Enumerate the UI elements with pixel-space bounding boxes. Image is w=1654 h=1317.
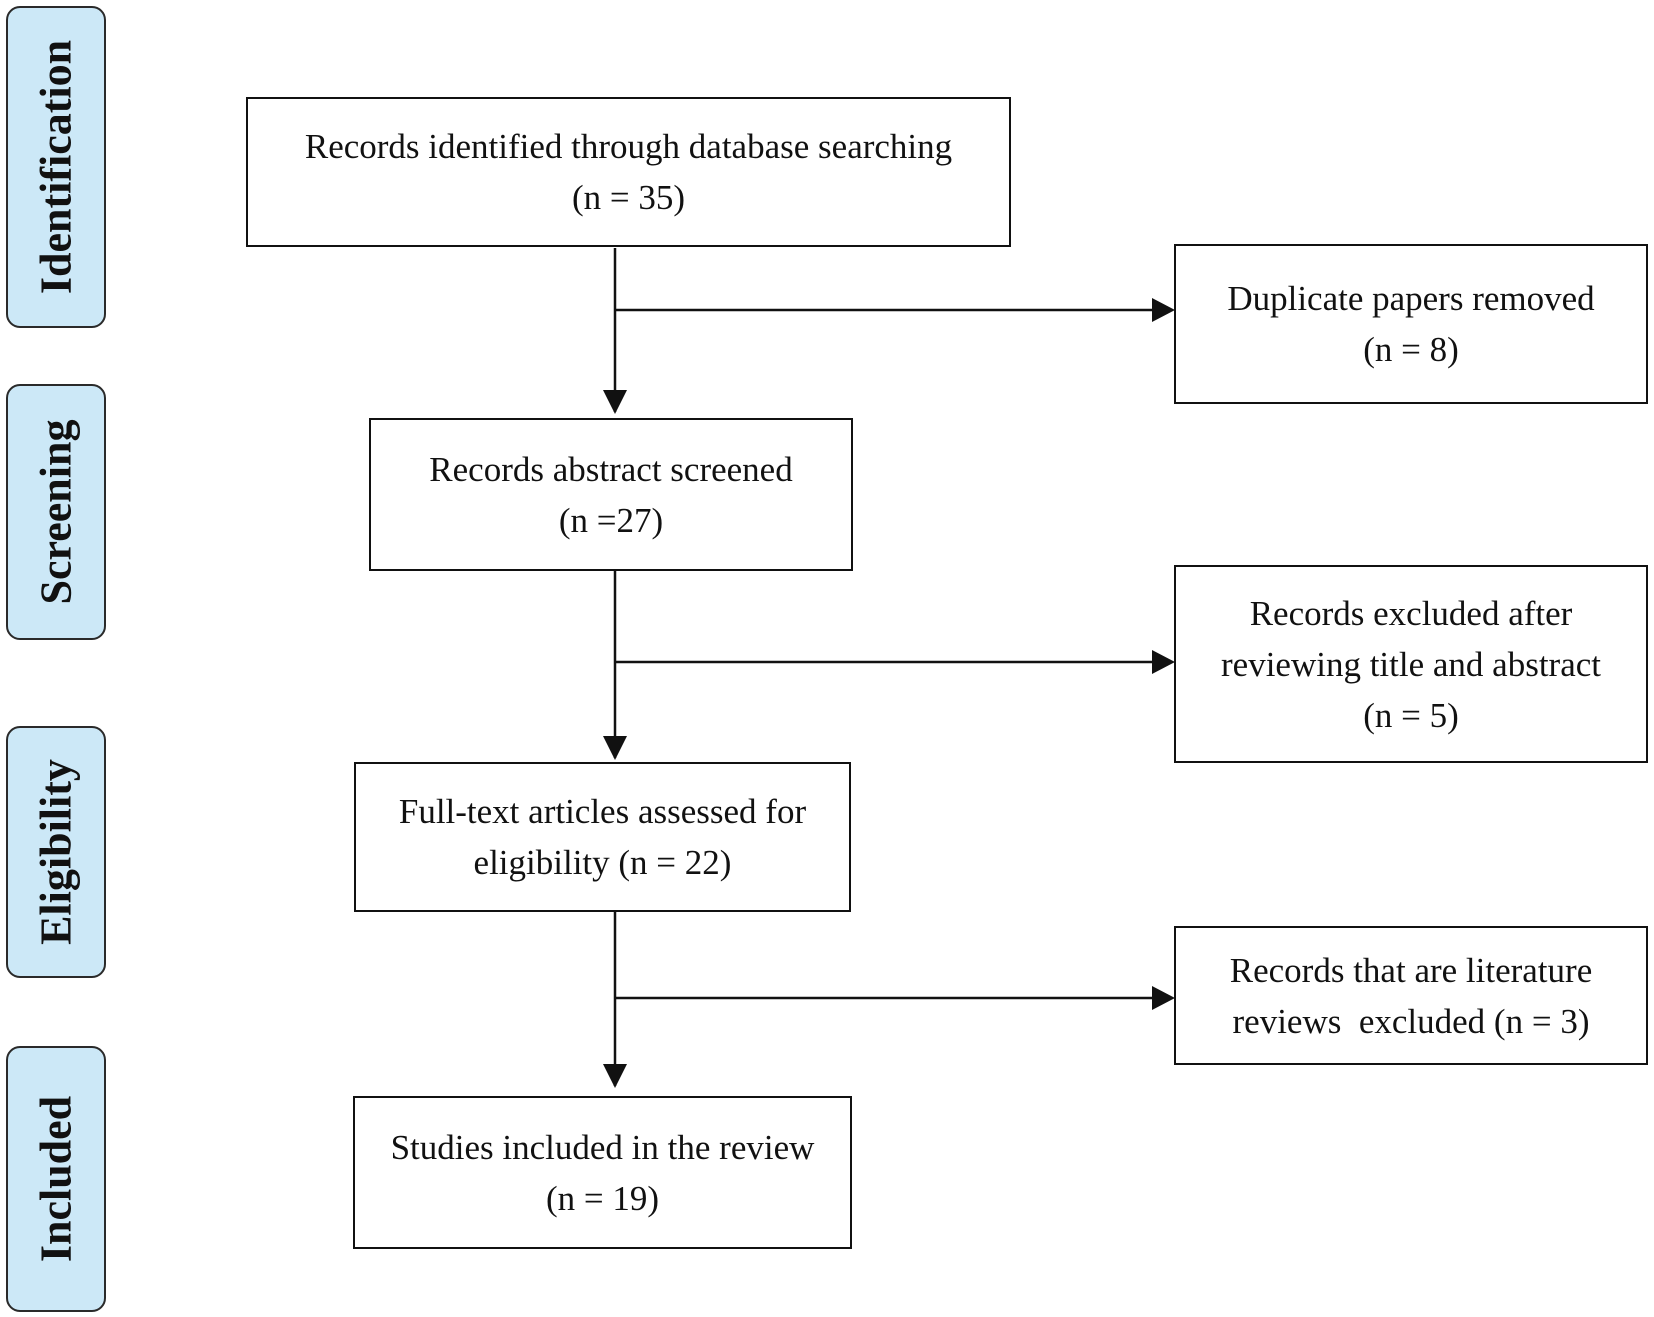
box-records-identified-count: (n = 35) bbox=[571, 178, 686, 217]
stage-eligibility: Eligibility bbox=[6, 726, 106, 978]
stage-identification: Identification bbox=[6, 6, 106, 328]
box-records-screened-count: (n =27) bbox=[558, 500, 664, 540]
box-duplicates-removed: Duplicate papers removed (n = 8) bbox=[1174, 244, 1648, 404]
box-duplicates-removed-count: (n = 8) bbox=[1363, 330, 1459, 369]
arrowhead-duplicates bbox=[1152, 298, 1175, 322]
stage-screening: Screening bbox=[6, 384, 106, 640]
box-literature-reviews-excluded: Records that are literature reviews excl… bbox=[1174, 926, 1648, 1065]
box-records-excluded-abstract-count: (n = 5) bbox=[1363, 695, 1459, 735]
box-records-excluded-abstract-line2: reviewing title and abstract bbox=[1221, 644, 1601, 684]
box-literature-reviews-excluded-line1: Records that are literature bbox=[1229, 950, 1593, 990]
arrowhead-screened bbox=[603, 390, 627, 414]
box-fulltext-assessed-line1: Full-text articles assessed for bbox=[398, 792, 807, 831]
box-duplicates-removed-line1: Duplicate papers removed bbox=[1227, 279, 1595, 318]
box-records-identified: Records identified through database sear… bbox=[246, 97, 1011, 247]
box-records-screened: Records abstract screened (n =27) bbox=[369, 418, 853, 571]
arrowhead-fulltext bbox=[603, 736, 627, 760]
box-studies-included: Studies included in the review (n = 19) bbox=[353, 1096, 852, 1249]
box-literature-reviews-excluded-line2: reviews excluded (n = 3) bbox=[1232, 1001, 1590, 1041]
box-fulltext-assessed: Full-text articles assessed for eligibil… bbox=[354, 762, 851, 912]
box-studies-included-count: (n = 19) bbox=[545, 1178, 660, 1218]
arrowhead-excluded-reviews bbox=[1152, 986, 1175, 1010]
box-records-excluded-abstract-line1: Records excluded after bbox=[1249, 593, 1573, 633]
box-records-excluded-abstract: Records excluded after reviewing title a… bbox=[1174, 565, 1648, 763]
box-records-screened-line1: Records abstract screened bbox=[429, 449, 793, 489]
box-fulltext-assessed-line2: eligibility (n = 22) bbox=[473, 843, 732, 882]
arrowhead-excluded-abstract bbox=[1152, 650, 1175, 674]
arrowhead-included bbox=[603, 1064, 627, 1088]
box-records-identified-line1: Records identified through database sear… bbox=[304, 127, 953, 166]
stage-included: Included bbox=[6, 1046, 106, 1312]
box-studies-included-line1: Studies included in the review bbox=[390, 1127, 815, 1167]
